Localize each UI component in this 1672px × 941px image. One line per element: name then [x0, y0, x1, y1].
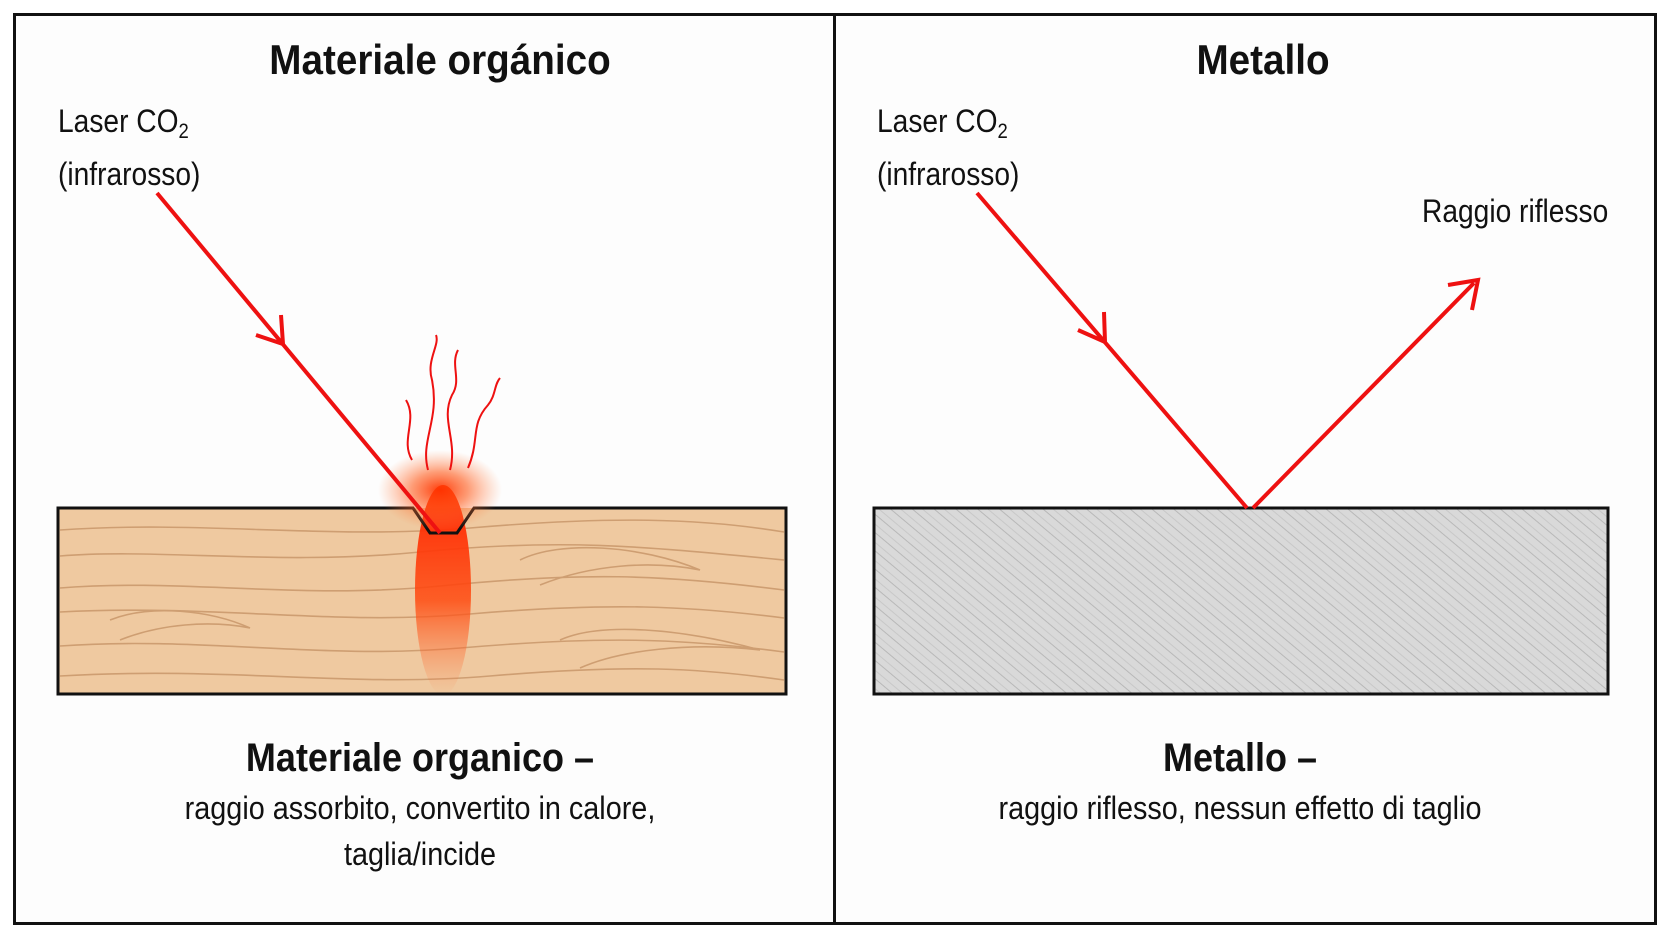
incident-beam-organic [155, 191, 442, 535]
metal-laser-label: Laser CO2 (infrarosso) [877, 100, 1019, 195]
metal-panel-title: Metallo [1196, 36, 1330, 83]
laser-label-main: Laser CO [877, 103, 998, 139]
laser-label-main: Laser CO [58, 103, 179, 139]
organic-laser-label: Laser CO2 (infrarosso) [58, 100, 200, 195]
organic-caption: Materiale organico – raggio assorbito, c… [100, 736, 740, 877]
metal-block [872, 506, 1610, 696]
beam-arrow-metal [1077, 311, 1108, 346]
laser-label-line2: (infrarosso) [58, 156, 201, 192]
smoke-wisps [405, 334, 501, 471]
reflected-beam-arrowhead [1447, 277, 1481, 311]
laser-label-subscript: 2 [997, 120, 1008, 143]
organic-caption-head: Materiale organico – [245, 736, 595, 780]
organic-panel-title: Materiale orgánico [269, 36, 611, 83]
incident-beam-metal [975, 191, 1249, 510]
reflected-beam-label: Raggio riflesso [1422, 193, 1609, 229]
laser-label-line2: (infrarosso) [877, 156, 1020, 192]
reflected-beam [1251, 281, 1476, 510]
metal-caption: Metallo – raggio riflesso, nessun effett… [900, 736, 1580, 831]
beam-arrow-organic [255, 314, 286, 347]
heat-glow [378, 450, 502, 530]
panel-divider [833, 13, 836, 925]
wood-block [56, 485, 788, 696]
laser-label-subscript: 2 [178, 120, 189, 143]
metal-caption-head: Metallo – [1162, 736, 1318, 780]
organic-caption-line2: taglia/incide [343, 836, 497, 872]
metal-caption-line1: raggio riflesso, nessun effetto di tagli… [998, 790, 1482, 826]
organic-caption-line1: raggio assorbito, convertito in calore, [184, 790, 656, 826]
